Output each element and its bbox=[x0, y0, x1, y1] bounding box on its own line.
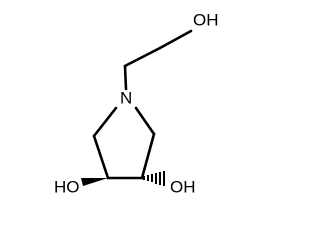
molecule-diagram: OH N HO OH bbox=[54, 10, 219, 196]
structure-canvas: OH N HO OH bbox=[54, 10, 219, 196]
atom-label-ho-left: HO bbox=[54, 177, 80, 196]
wedge-bond-left bbox=[81, 178, 108, 186]
bond-cright-c4 bbox=[140, 132, 156, 180]
atom-label-n: N bbox=[120, 88, 132, 107]
hashed-bond-right bbox=[143, 171, 165, 186]
bond-n-cleft bbox=[92, 106, 118, 138]
atom-label-oh-right: OH bbox=[170, 177, 196, 196]
atom-label-oh-top: OH bbox=[193, 10, 219, 29]
bond-c2-n bbox=[123, 64, 128, 91]
bond-o-c1 bbox=[158, 29, 193, 50]
bond-c1-c2 bbox=[123, 46, 162, 68]
bond-n-cright bbox=[134, 106, 156, 136]
bonds bbox=[92, 29, 193, 180]
bond-cleft-c3 bbox=[92, 134, 110, 180]
